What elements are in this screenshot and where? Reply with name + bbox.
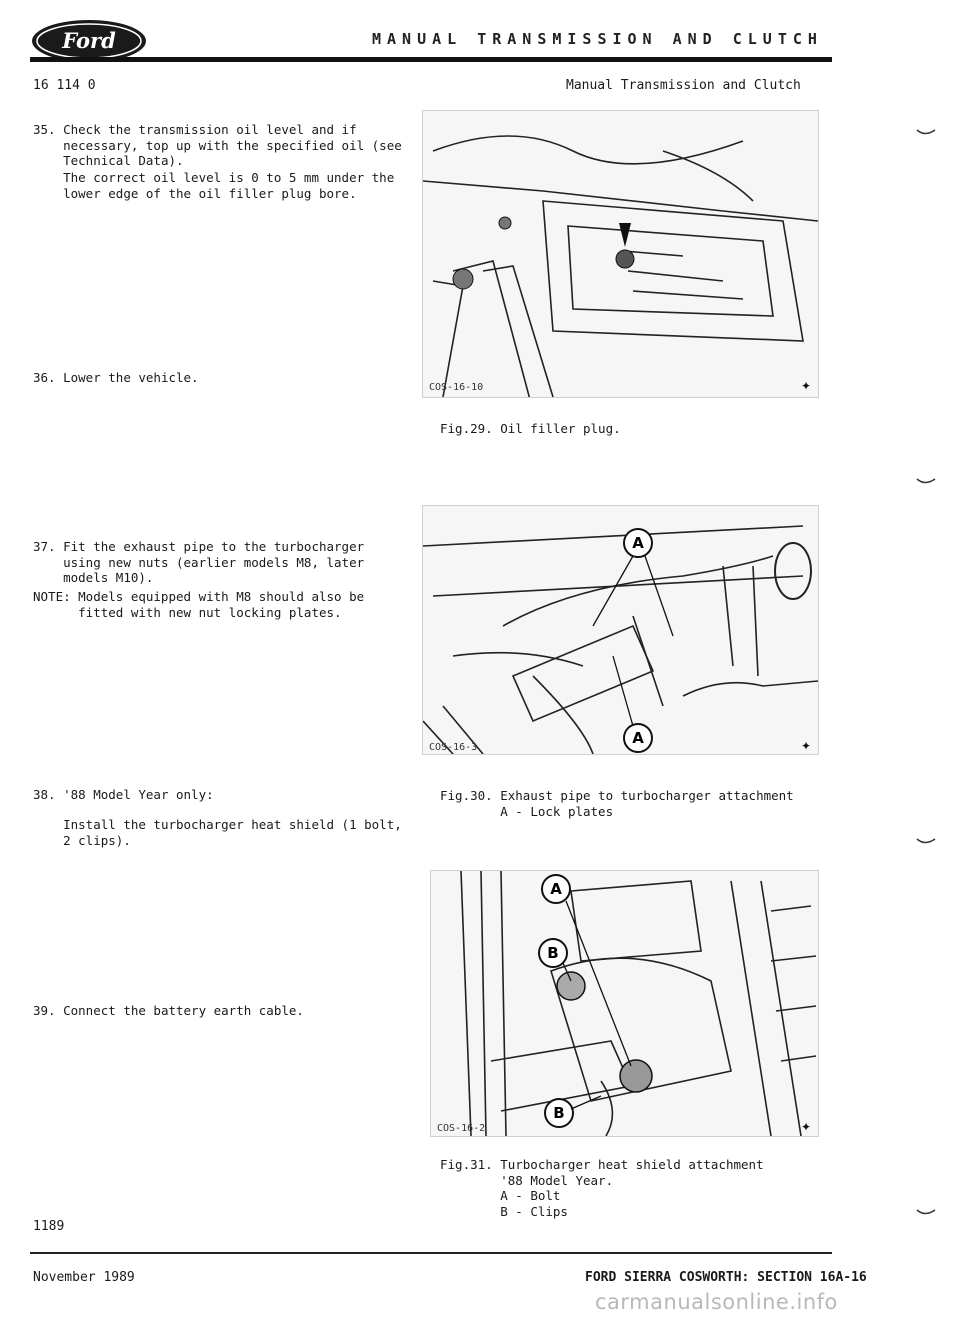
svg-text:Ford: Ford [61, 28, 116, 53]
svg-text:✦: ✦ [801, 739, 811, 753]
svg-text:✦: ✦ [801, 1120, 811, 1134]
margin-mark [916, 129, 936, 135]
step-35-note: The correct oil level is 0 to 5 mm under… [63, 170, 395, 201]
step-38: 38. '88 Model Year only: [33, 787, 214, 802]
figure-exhaust-pipe: A A COS-16-3 ✦ [422, 505, 819, 755]
figure-oil-filler-plug: COS-16-10 ✦ [422, 110, 819, 398]
margin-mark [916, 478, 936, 484]
figure-29-caption: Fig.29. Oil filler plug. [440, 421, 621, 436]
header-title: MANUAL TRANSMISSION AND CLUTCH [372, 30, 823, 48]
header-rule [30, 57, 832, 62]
figure-30-caption: Fig.30. Exhaust pipe to turbocharger att… [440, 788, 794, 819]
svg-text:✦: ✦ [801, 379, 811, 393]
step-35: 35. Check the transmission oil level and… [33, 122, 402, 168]
footer-date: November 1989 [33, 1270, 135, 1285]
svg-text:A: A [632, 729, 644, 747]
ford-logo: Ford [30, 18, 148, 64]
margin-mark [916, 1209, 936, 1215]
section-name: Manual Transmission and Clutch [566, 78, 801, 93]
section-number: 16 114 0 [33, 78, 96, 93]
svg-text:COS-16-10: COS-16-10 [429, 382, 483, 393]
margin-mark [916, 838, 936, 844]
figure-heat-shield: A B B COS-16-2 ✦ [430, 870, 819, 1137]
step-39: 39. Connect the battery earth cable. [33, 1003, 304, 1018]
figure-31-caption: Fig.31. Turbocharger heat shield attachm… [440, 1157, 764, 1219]
svg-text:COS-16-2: COS-16-2 [437, 1123, 485, 1134]
step-37: 37. Fit the exhaust pipe to the turbocha… [33, 539, 365, 585]
footer-rule [30, 1252, 832, 1254]
svg-text:B: B [547, 944, 558, 962]
page-number: 1189 [33, 1219, 65, 1234]
step-38-note: Install the turbocharger heat shield (1 … [63, 817, 402, 848]
svg-text:A: A [550, 880, 562, 898]
step-36: 36. Lower the vehicle. [33, 370, 199, 385]
footer-section: FORD SIERRA COSWORTH: SECTION 16A-16 [585, 1270, 867, 1285]
step-37-note: NOTE: Models equipped with M8 should als… [33, 589, 365, 620]
svg-text:A: A [632, 534, 644, 552]
watermark: carmanualsonline.info [595, 1290, 838, 1314]
svg-text:B: B [553, 1104, 564, 1122]
svg-text:COS-16-3: COS-16-3 [429, 742, 477, 753]
